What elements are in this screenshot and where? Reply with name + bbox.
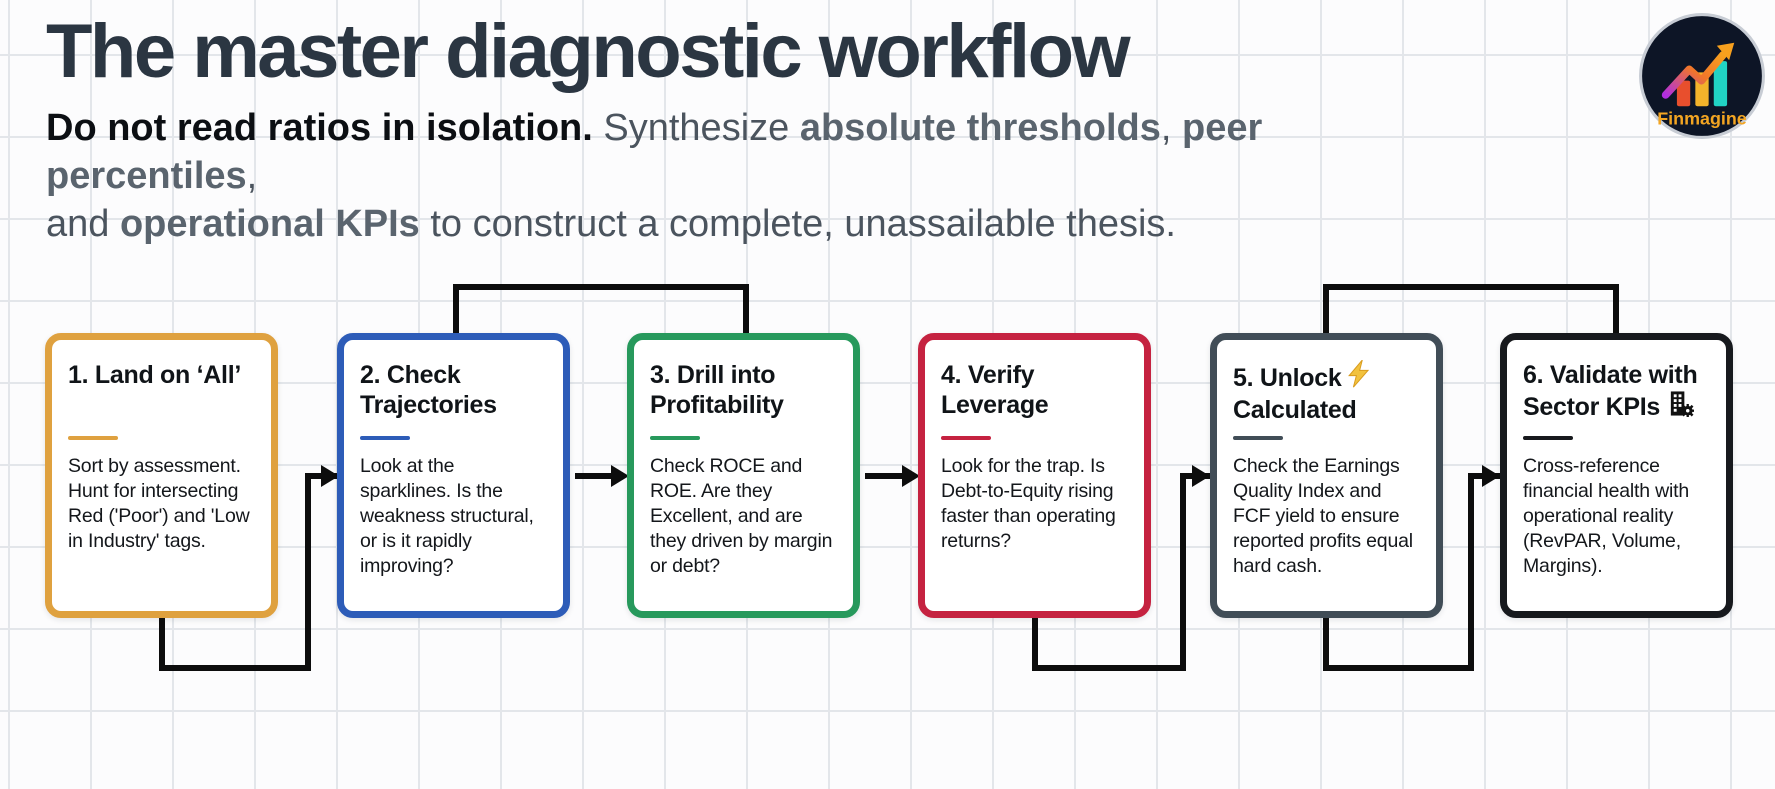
step-body: Look at the sparklines. Is the weakness …	[360, 455, 534, 577]
connector-3-4	[865, 473, 902, 479]
step-title: 5. Unlock Calculated	[1233, 359, 1420, 432]
connector-5-6-down	[1323, 618, 1474, 671]
step-body: Look for the trap. Is Debt-to-Equity ris…	[941, 455, 1116, 552]
connector-1-2-down	[159, 618, 311, 671]
step-divider	[68, 436, 118, 440]
subtitle-segment: ,	[246, 155, 258, 197]
step-title: 1. Land on ‘All’	[68, 360, 255, 432]
subtitle-segment: absolute thresholds	[799, 107, 1161, 149]
subtitle-segment: ,	[1160, 107, 1183, 149]
step-title: 4. Verify Leverage	[941, 360, 1128, 432]
step-divider	[360, 436, 410, 440]
lightning-icon	[1348, 359, 1370, 395]
step-title-text: 6. Validate with Sector KPIs	[1523, 361, 1698, 421]
subtitle-segment: Synthesize	[592, 107, 800, 149]
connector-4-5-up	[1180, 473, 1210, 671]
step-title-text: 5. Unlock	[1233, 364, 1349, 392]
connector-2-3	[575, 473, 611, 479]
subtitle-segment: to construct a complete, unassailable th…	[419, 203, 1176, 245]
connector-top-5-6	[1323, 284, 1619, 333]
step-title-text: Calculated	[1233, 396, 1357, 424]
subtitle-segment: Do not read ratios in isolation.	[46, 107, 593, 149]
step-title: 2. Check Trajectories	[360, 360, 547, 432]
subtitle-segment: operational KPIs	[119, 203, 420, 245]
flow-step-6: 6. Validate with Sector KPIs Cross-refer…	[1500, 333, 1733, 618]
step-title-text: 2. Check Trajectories	[360, 361, 497, 419]
step-body: Cross-reference financial health with op…	[1523, 455, 1689, 577]
flow-step-1: 1. Land on ‘All’ Sort by assessment. Hunt…	[45, 333, 278, 618]
step-title-text: 1. Land on ‘All’	[68, 361, 241, 389]
step-divider	[941, 436, 991, 440]
finmagine-logo: Finmagine	[1639, 13, 1765, 139]
step-title-text: 3. Drill into Profitability	[650, 361, 784, 419]
step-body: Check ROCE and ROE. Are they Excellent, …	[650, 455, 833, 577]
arrowhead-into-2	[321, 465, 339, 487]
arrowhead-into-6	[1482, 465, 1500, 487]
step-divider	[1523, 436, 1573, 440]
connector-top-2-3	[453, 284, 749, 333]
growth-chart-icon	[1661, 42, 1735, 107]
step-title: 3. Drill into Profitability	[650, 360, 837, 432]
step-divider	[650, 436, 700, 440]
building-gear-icon	[1667, 390, 1694, 424]
page-title: The master diagnostic workflow	[46, 9, 1131, 94]
subtitle: Do not read ratios in isolation. Synthes…	[46, 104, 1446, 248]
connector-4-5-down	[1032, 618, 1186, 671]
arrowhead-into-3	[611, 465, 629, 487]
arrowhead-into-4	[902, 465, 920, 487]
logo-label: Finmagine	[1657, 109, 1747, 129]
arrowhead-into-5	[1192, 465, 1210, 487]
step-divider	[1233, 436, 1283, 440]
connector-1-2-up	[305, 473, 337, 671]
step-body: Sort by assessment. Hunt for intersectin…	[68, 455, 250, 552]
step-title: 6. Validate with Sector KPIs	[1523, 360, 1710, 432]
subtitle-segment: and	[46, 203, 120, 245]
step-title-text: 4. Verify Leverage	[941, 361, 1049, 419]
connector-5-6-up	[1468, 473, 1500, 671]
subtitle-segment: peer percentiles	[46, 107, 1273, 197]
step-body: Check the Earnings Quality Index and FCF…	[1233, 455, 1413, 577]
